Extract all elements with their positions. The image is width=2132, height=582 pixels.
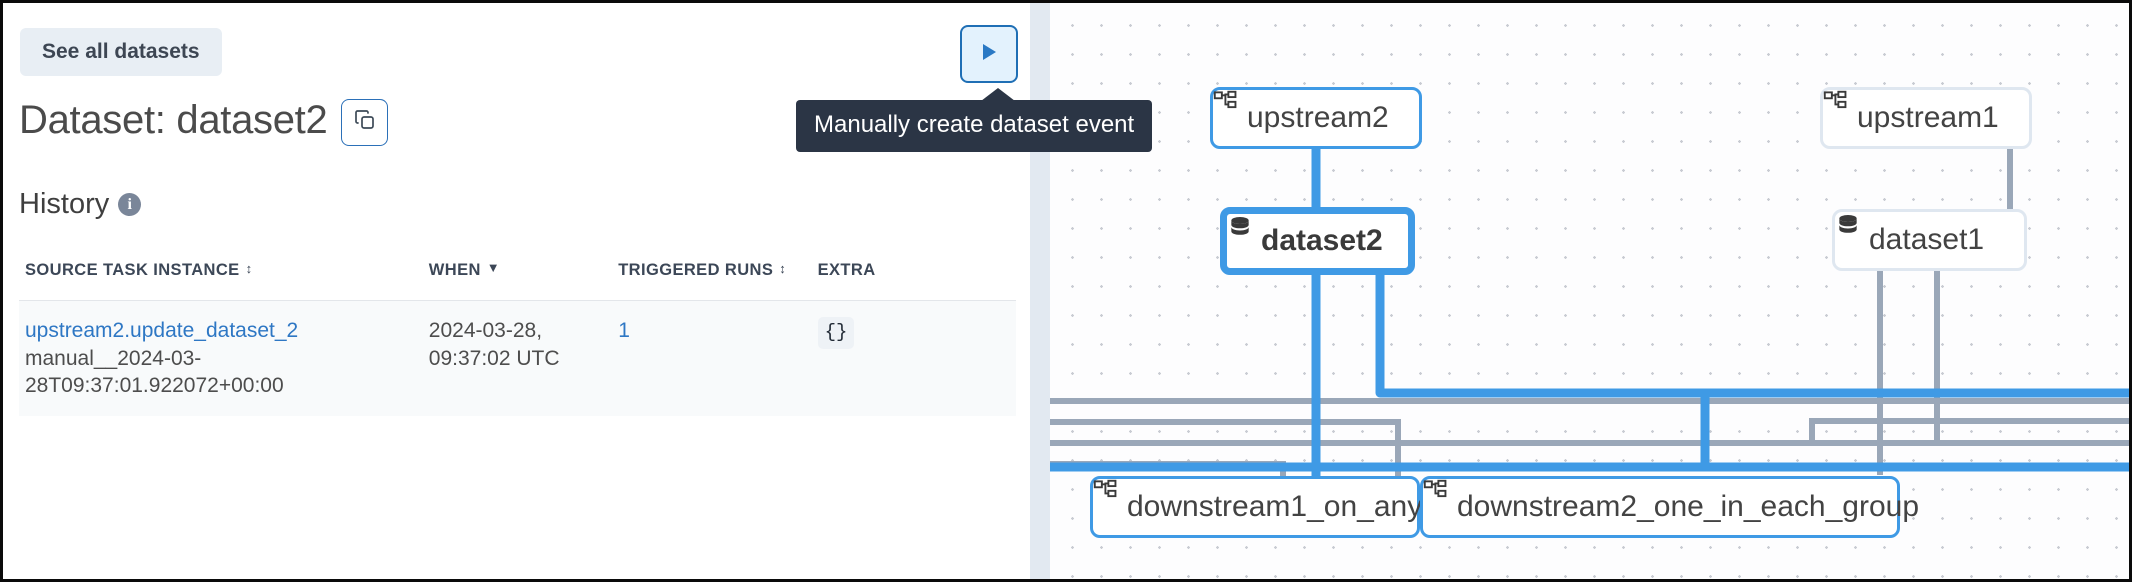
sort-descending-icon[interactable]: ▼ [486,260,501,275]
graph-node-label: upstream2 [1247,101,1389,134]
history-heading: History i [19,188,142,221]
table-row: upstream2.update_dataset_2 manual__2024-… [19,300,1016,417]
edge-grey-5 [1809,418,2129,443]
column-header-when[interactable]: WHEN ▼ [422,243,613,301]
copy-icon [353,108,377,137]
graph-node-label: dataset2 [1261,224,1383,257]
graph-node-label: downstream1_on_any [1127,490,1423,523]
source-task-instance-link[interactable]: upstream2.update_dataset_2 [25,319,299,342]
play-button-tooltip: Manually create dataset event [796,88,1153,152]
sort-both-icon[interactable]: ↕ [245,261,253,276]
cell-source-task-instance: upstream2.update_dataset_2 manual__2024-… [19,301,423,417]
graph-node-downstream1-on-any[interactable]: downstream1_on_any [1090,476,1423,538]
edge-grey-2 [1050,419,1401,476]
extra-json-value: {} [817,317,855,350]
graph-node-downstream2-one-in-each-group[interactable]: downstream2_one_in_each_group [1420,476,1919,538]
history-table: SOURCE TASK INSTANCE ↕ WHEN ▼ TRIGGERED … [19,243,1016,417]
column-header-source-task-instance[interactable]: SOURCE TASK INSTANCE ↕ [19,243,423,301]
graph-edges [1050,149,2129,476]
sort-both-icon[interactable]: ↕ [779,261,787,276]
column-label: WHEN [428,261,481,279]
column-header-extra: EXTRA [811,243,1016,301]
edge-dataset2-right-branch [1375,275,2129,398]
cell-extra: {} [812,301,1016,417]
source-task-instance-run-id: manual__2024-03-28T09:37:01.922072+00:00 [25,346,284,398]
graph-node-dataset1[interactable]: dataset1 [1832,209,2027,271]
column-label: TRIGGERED RUNS [618,261,774,279]
see-all-datasets-button[interactable]: See all datasets [20,28,222,76]
info-icon[interactable]: i [118,193,142,216]
cell-triggered-runs: 1 [612,301,811,417]
column-label: SOURCE TASK INSTANCE [25,261,240,279]
graph-node-label: upstream1 [1857,101,1999,134]
page-title: Dataset: dataset2 [19,98,328,142]
history-label: History [19,188,110,220]
cell-when: 2024-03-28, 09:37:02 UTC [428,319,560,370]
graph-node-dataset2[interactable]: dataset2 [1220,207,1415,275]
column-header-triggered-runs[interactable]: TRIGGERED RUNS ↕ [612,243,812,301]
graph-node-upstream1[interactable]: upstream1 [1820,87,2032,149]
play-icon [979,41,999,68]
table-header-row: SOURCE TASK INSTANCE ↕ WHEN ▼ TRIGGERED … [19,243,1016,301]
manually-create-dataset-event-button[interactable] [960,25,1018,83]
graph-node-label: dataset1 [1869,223,1985,256]
copy-dataset-uri-button[interactable] [341,99,389,146]
triggered-runs-link[interactable]: 1 [618,319,630,342]
panel-divider[interactable] [1030,3,1050,579]
graph-node-label: downstream2_one_in_each_group [1457,490,1920,523]
column-label: EXTRA [817,261,876,279]
page-title-row: Dataset: dataset2 [19,95,389,146]
dataset-dependency-graph[interactable]: upstream2 upstream1 datas [1050,3,2129,579]
graph-node-upstream2[interactable]: upstream2 [1210,87,1422,149]
dataset-detail-panel: See all datasets Dataset: dataset2 Histo… [3,3,1153,579]
